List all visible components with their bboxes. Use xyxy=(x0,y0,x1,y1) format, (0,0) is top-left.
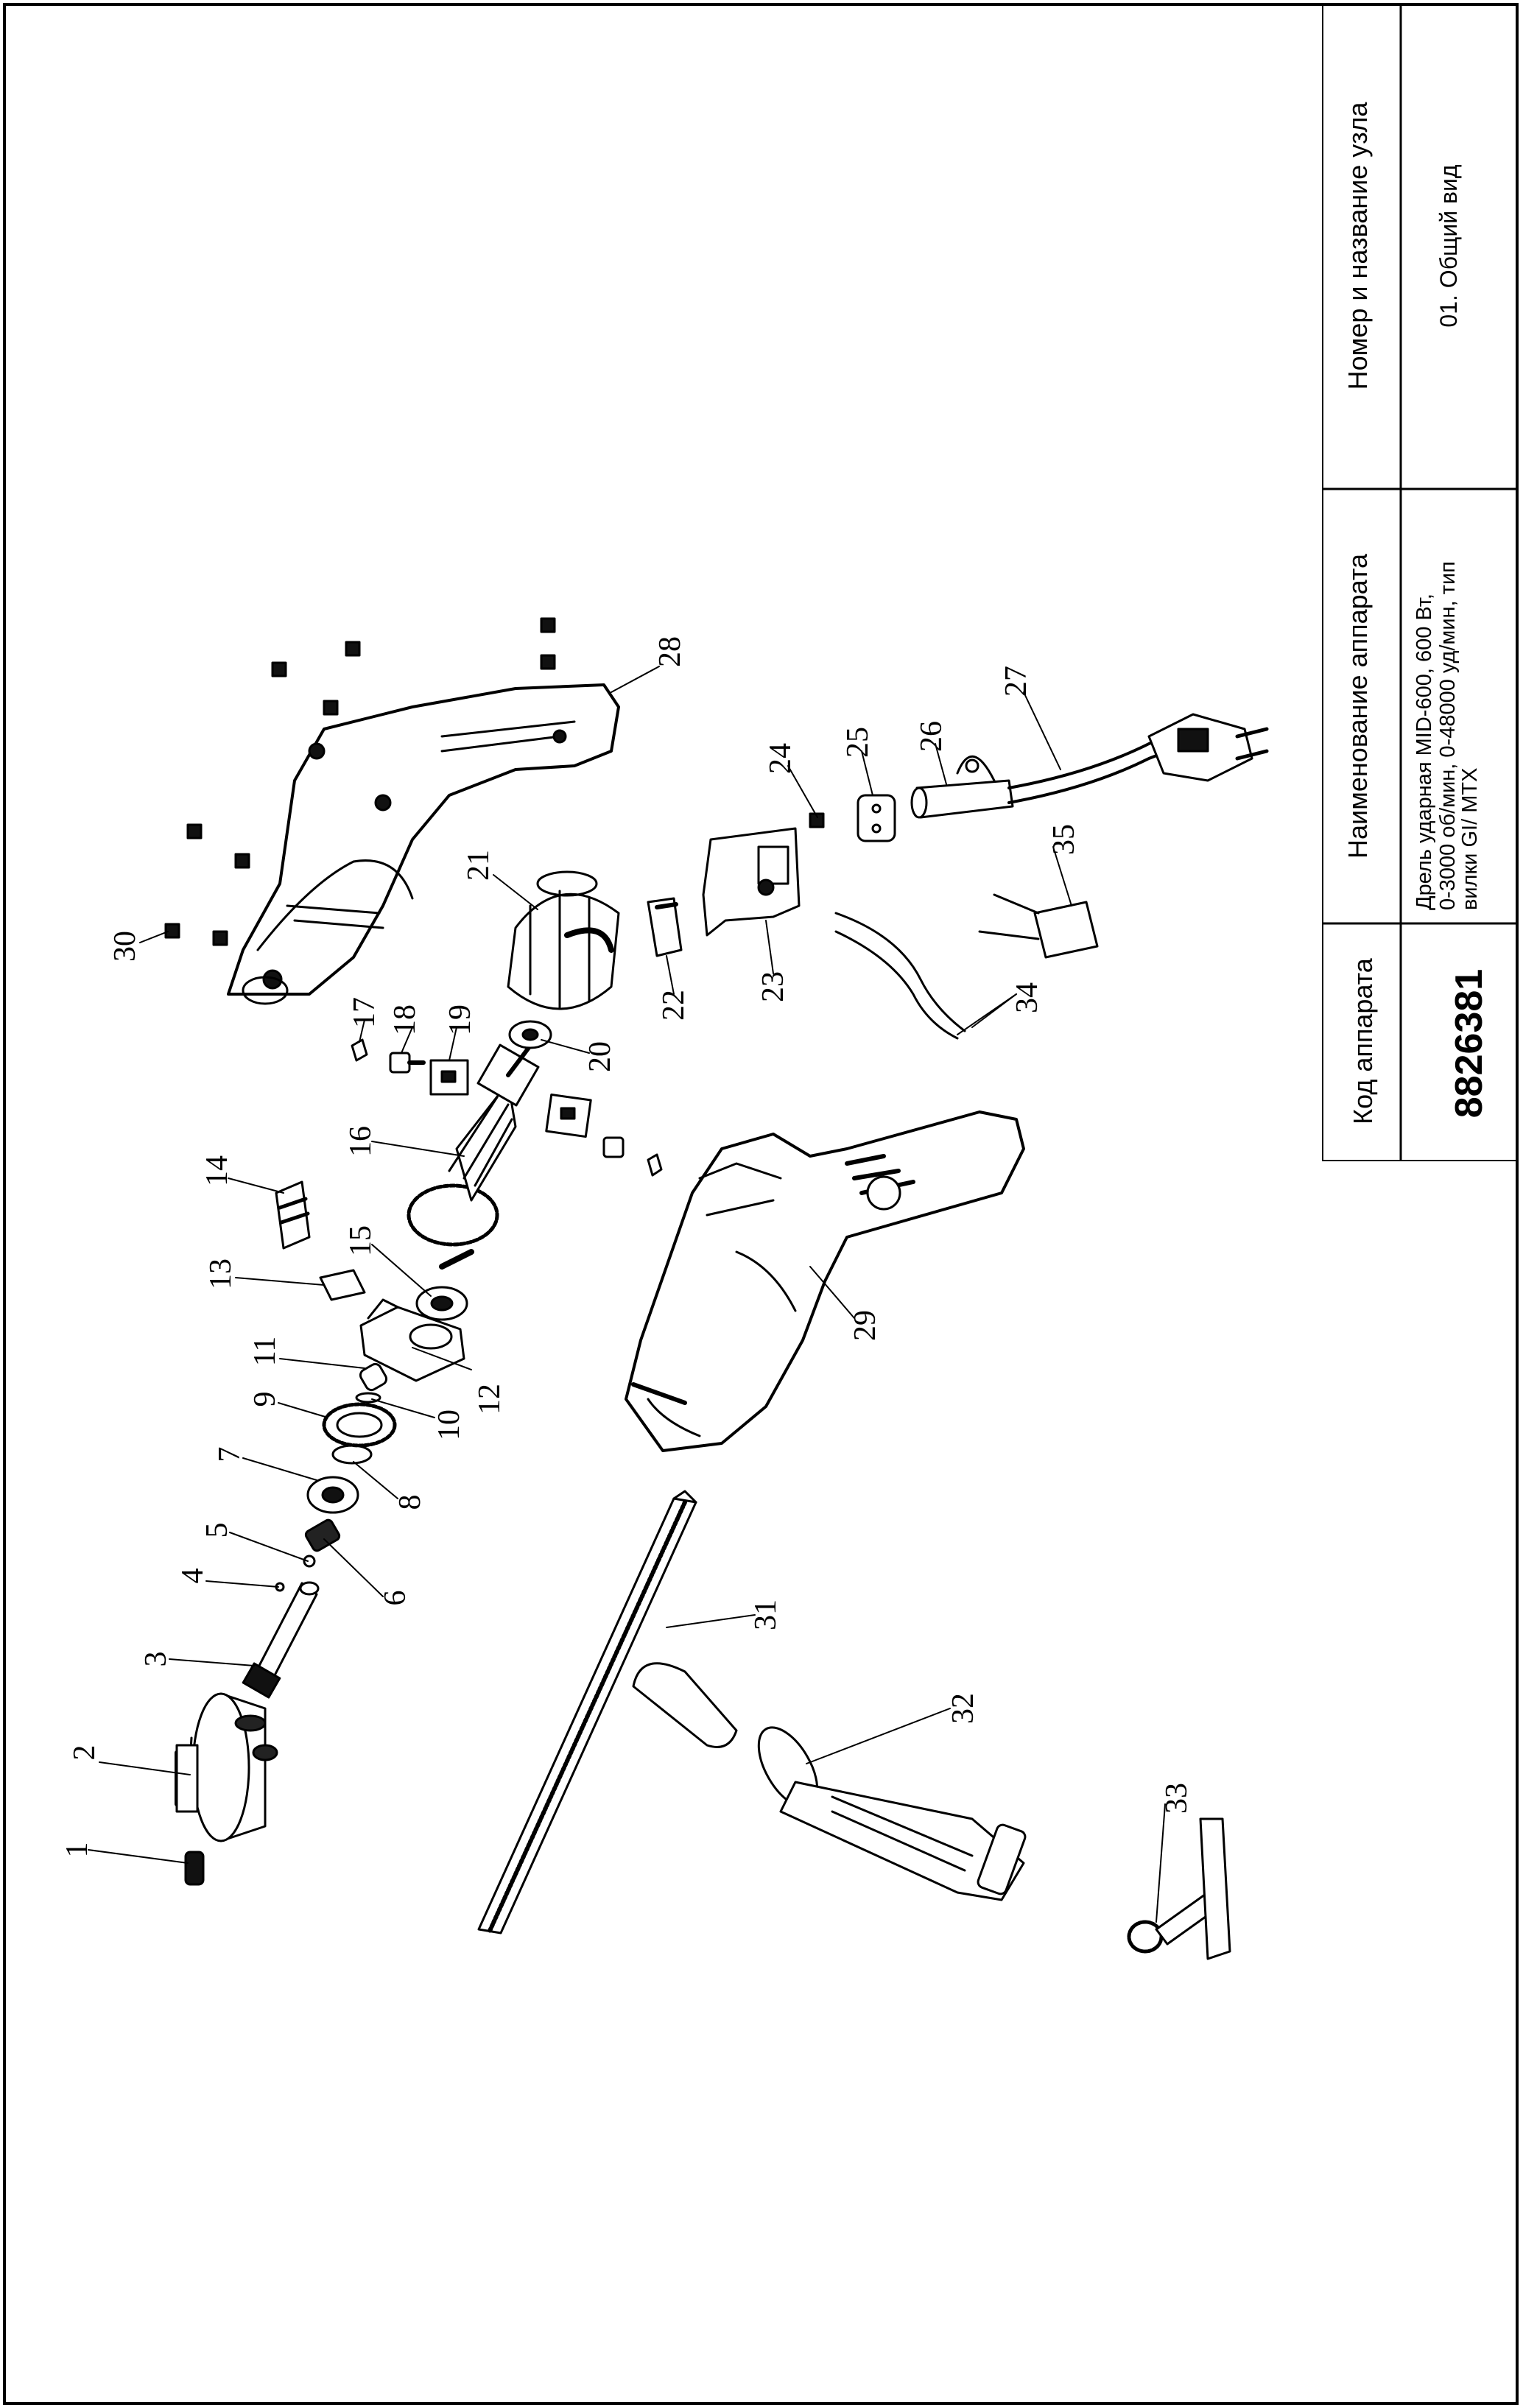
part-7-bearing xyxy=(306,1476,359,1514)
callout-16: 16 xyxy=(344,1126,378,1157)
callout-10: 10 xyxy=(432,1409,466,1440)
callout-14: 14 xyxy=(200,1155,234,1186)
part-28-housing xyxy=(227,683,620,1005)
callout-15: 15 xyxy=(344,1225,378,1256)
part-3-spindle xyxy=(242,1581,320,1699)
brush-holder-right xyxy=(545,1093,663,1177)
part-23-switch xyxy=(702,827,801,937)
callout-20: 20 xyxy=(583,1041,617,1072)
part-9-gear xyxy=(322,1402,397,1448)
callout-23: 23 xyxy=(756,971,790,1002)
part-15-bearing xyxy=(415,1286,468,1321)
callout-9: 9 xyxy=(248,1391,282,1407)
callout-30: 30 xyxy=(108,931,142,962)
callout-19: 19 xyxy=(443,1004,477,1035)
callout-6: 6 xyxy=(379,1590,412,1606)
part-6-spring xyxy=(304,1518,341,1552)
part-20-bearing xyxy=(508,1020,552,1049)
callout-18: 18 xyxy=(388,1004,422,1035)
callout-27: 27 xyxy=(999,666,1033,697)
part-16-armature xyxy=(407,1032,540,1270)
callout-33: 33 xyxy=(1160,1783,1194,1814)
callout-26: 26 xyxy=(915,721,949,752)
part-33-chuck-key xyxy=(1127,1817,1231,1960)
part-32-side-handle xyxy=(632,1662,1027,1901)
part-22-button xyxy=(647,897,683,957)
part-14-clip xyxy=(275,1180,311,1250)
callout-11: 11 xyxy=(248,1336,282,1367)
part-29-assembled-drill xyxy=(625,1110,1025,1452)
callout-24: 24 xyxy=(764,743,798,774)
callout-28: 28 xyxy=(653,636,687,667)
callout-8: 8 xyxy=(393,1494,427,1510)
part-12-gearbox-plate xyxy=(359,1298,465,1382)
part-30-screws xyxy=(164,617,556,946)
callout-2: 2 xyxy=(68,1745,102,1761)
part-1-screw xyxy=(184,1851,205,1886)
part-26-cable-sleeve xyxy=(910,756,1014,819)
callout-32: 32 xyxy=(946,1693,980,1724)
sheet-border xyxy=(3,3,1519,2405)
part-17-brush-cap xyxy=(351,1038,368,1062)
callout-12: 12 xyxy=(473,1384,507,1415)
part-25-cable-clamp xyxy=(857,794,896,842)
callout-29: 29 xyxy=(848,1310,882,1341)
callout-34: 34 xyxy=(1010,982,1044,1013)
part-31-depth-rod xyxy=(477,1490,697,1935)
callout-4: 4 xyxy=(176,1568,210,1584)
part-8-circlip xyxy=(331,1444,373,1465)
callout-31: 31 xyxy=(749,1599,783,1630)
part-11-bushing xyxy=(359,1362,388,1392)
part-5-ring xyxy=(303,1555,316,1568)
part-21-stator xyxy=(507,870,620,1010)
callout-3: 3 xyxy=(139,1651,173,1667)
part-19-brush-holder xyxy=(429,1059,469,1096)
part-10-washer xyxy=(355,1392,381,1404)
callout-1: 1 xyxy=(60,1842,94,1858)
callout-13: 13 xyxy=(204,1258,238,1289)
callout-22: 22 xyxy=(657,990,691,1021)
callout-25: 25 xyxy=(841,727,875,758)
part-34-wire-b xyxy=(834,930,959,1040)
callout-5: 5 xyxy=(200,1522,234,1538)
part-18-brush xyxy=(389,1052,426,1074)
callout-17: 17 xyxy=(348,997,381,1028)
part-2-chuck xyxy=(175,1692,278,1842)
part-13-plate xyxy=(319,1269,366,1301)
part-34-wire-a xyxy=(834,912,966,1032)
callout-7: 7 xyxy=(213,1446,247,1462)
part-27-power-cord xyxy=(1007,713,1269,804)
leader-lines xyxy=(88,666,1166,1923)
callout-21: 21 xyxy=(462,850,496,881)
part-35-capacitor xyxy=(978,893,1099,959)
part-24-screw xyxy=(809,812,825,828)
callout-35: 35 xyxy=(1047,824,1081,855)
